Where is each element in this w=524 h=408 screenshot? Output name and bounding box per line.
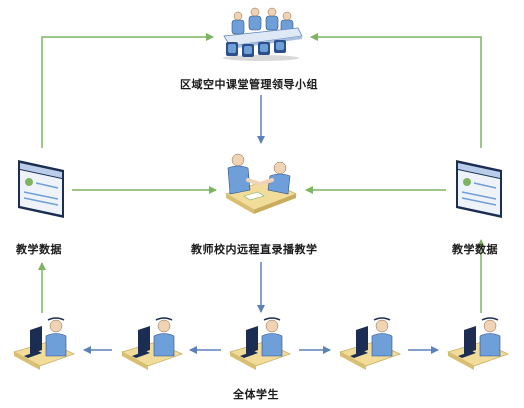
student-node-2 bbox=[120, 316, 184, 372]
student-node-4 bbox=[338, 316, 402, 372]
teacher-node bbox=[222, 150, 298, 216]
student-workstation-icon bbox=[120, 317, 184, 370]
student-workstation-icon bbox=[228, 317, 292, 370]
meeting-icon bbox=[223, 7, 303, 61]
student-workstation-icon bbox=[446, 317, 510, 370]
leadership-label: 区域空中课堂管理领导小组 bbox=[180, 78, 318, 91]
teacher-label: 教师校内远程直录播教学 bbox=[191, 243, 318, 256]
student-node-1 bbox=[12, 316, 76, 372]
arrow-data-right-to-leadership bbox=[310, 33, 482, 148]
leadership-node bbox=[218, 6, 304, 62]
student-workstation-icon bbox=[12, 317, 76, 370]
data-left-node bbox=[14, 156, 68, 222]
data-right-label: 教学数据 bbox=[452, 243, 498, 256]
data-left-label: 教学数据 bbox=[16, 243, 62, 256]
arrow-data-left-to-leadership bbox=[41, 33, 214, 148]
student-workstation-icon bbox=[338, 317, 402, 370]
handshake-icon bbox=[225, 153, 297, 214]
data-right-node bbox=[452, 156, 506, 222]
student-node-3 bbox=[228, 316, 292, 372]
students-label: 全体学生 bbox=[233, 388, 279, 401]
data-window-icon bbox=[456, 160, 502, 218]
data-window-icon bbox=[18, 160, 64, 218]
student-node-5 bbox=[446, 316, 510, 372]
